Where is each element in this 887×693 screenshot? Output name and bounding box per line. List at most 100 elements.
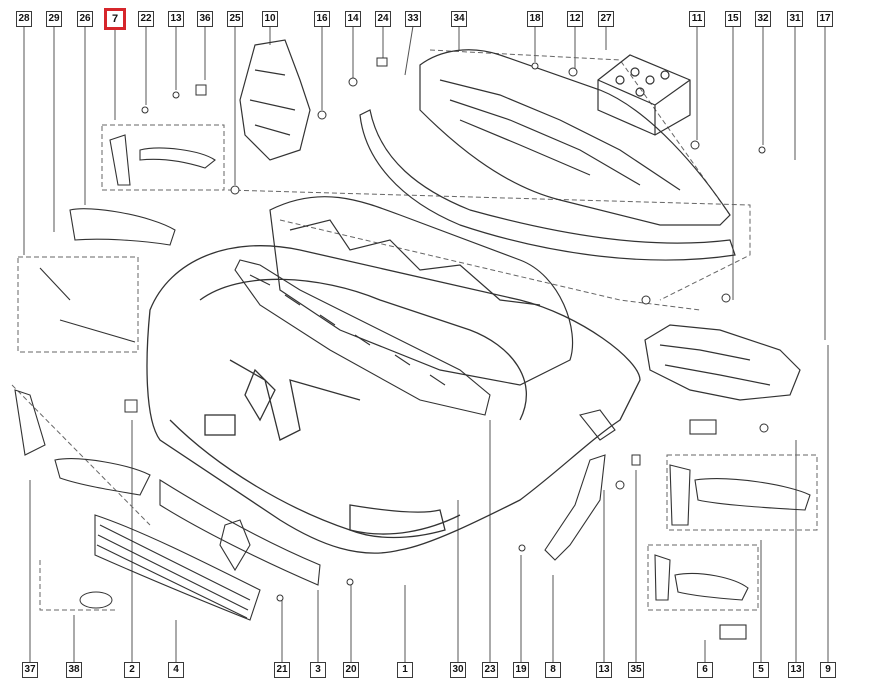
side-grille-37 bbox=[14, 389, 46, 456]
clip-19 bbox=[518, 544, 526, 552]
dash-left-grille bbox=[11, 384, 151, 526]
clip-25 bbox=[230, 185, 240, 195]
callout-12: 12 bbox=[567, 11, 583, 27]
clip-21 bbox=[276, 594, 284, 602]
bumper-lower-edge bbox=[169, 419, 461, 535]
callout-4: 4 bbox=[168, 662, 184, 678]
callout-7: 7 bbox=[104, 8, 126, 30]
group-box-38 bbox=[39, 560, 115, 611]
fog-harness-6 bbox=[654, 554, 671, 601]
callout-36: 36 bbox=[197, 11, 213, 27]
callout-25: 25 bbox=[227, 11, 243, 27]
callout-23: 23 bbox=[482, 662, 498, 678]
clip-14 bbox=[348, 77, 358, 87]
trim-7-b bbox=[139, 147, 216, 169]
callout-16: 16 bbox=[314, 11, 330, 27]
callout-37: 37 bbox=[22, 662, 38, 678]
clip-16 bbox=[317, 110, 327, 120]
callout-6: 6 bbox=[697, 662, 713, 678]
fog-bezel-5 bbox=[694, 478, 811, 511]
callout-11: 11 bbox=[689, 11, 705, 27]
callout-13: 13 bbox=[788, 662, 804, 678]
group-box-5 bbox=[666, 454, 818, 531]
callout-10: 10 bbox=[262, 11, 278, 27]
clip-kit-box-edges bbox=[597, 79, 691, 135]
fog-harness-5 bbox=[669, 464, 691, 526]
screw-13 bbox=[172, 91, 180, 99]
callout-29: 29 bbox=[46, 11, 62, 27]
callout-13: 13 bbox=[596, 662, 612, 678]
callout-18: 18 bbox=[527, 11, 543, 27]
bracket-right bbox=[644, 324, 801, 401]
clip-11 bbox=[690, 140, 700, 150]
clip-17 bbox=[721, 293, 731, 303]
seal-5 bbox=[689, 419, 717, 435]
clip-24 bbox=[376, 57, 388, 67]
impact-absorber bbox=[234, 259, 491, 416]
callout-1: 1 bbox=[397, 662, 413, 678]
cover-38 bbox=[79, 591, 113, 609]
grille-frame-3 bbox=[159, 479, 321, 586]
clip-3 bbox=[645, 75, 655, 85]
group-box-28 bbox=[17, 256, 139, 353]
callout-32: 32 bbox=[755, 11, 771, 27]
callout-3: 3 bbox=[310, 662, 326, 678]
clip-kit-box bbox=[597, 54, 691, 136]
dash-mid bbox=[279, 219, 701, 311]
cover-2 bbox=[124, 399, 138, 413]
callout-31: 31 bbox=[787, 11, 803, 27]
clip-4 bbox=[660, 70, 670, 80]
dash-undertray bbox=[429, 49, 731, 216]
callout-22: 22 bbox=[138, 11, 154, 27]
clip-1 bbox=[615, 75, 625, 85]
fog-bezel-6 bbox=[674, 572, 749, 601]
callout-21: 21 bbox=[274, 662, 290, 678]
bracket-left bbox=[239, 39, 311, 161]
callout-8: 8 bbox=[545, 662, 561, 678]
clip-36 bbox=[195, 84, 207, 96]
fog-lamp-right-opening bbox=[349, 504, 446, 539]
callout-19: 19 bbox=[513, 662, 529, 678]
callout-5: 5 bbox=[753, 662, 769, 678]
deflector-strip bbox=[359, 109, 736, 261]
dash-top bbox=[227, 189, 751, 301]
bumper-center-opening bbox=[229, 359, 361, 441]
upper-beam bbox=[269, 196, 574, 386]
clip-35 bbox=[631, 454, 641, 466]
plate-recess bbox=[204, 414, 236, 436]
callout-26: 26 bbox=[77, 11, 93, 27]
callout-2: 2 bbox=[124, 662, 140, 678]
callout-38: 38 bbox=[66, 662, 82, 678]
callout-28: 28 bbox=[16, 11, 32, 27]
callout-33: 33 bbox=[405, 11, 421, 27]
bumper-cover bbox=[146, 245, 641, 554]
callout-17: 17 bbox=[817, 11, 833, 27]
clip-15 bbox=[641, 295, 651, 305]
leader-33 bbox=[404, 25, 414, 76]
bracket-right-ribs bbox=[659, 344, 771, 386]
grille-emblem bbox=[219, 519, 251, 572]
lower-grille-insert bbox=[54, 458, 151, 496]
fog-bezel-26 bbox=[69, 208, 176, 246]
callout-30: 30 bbox=[450, 662, 466, 678]
callout-27: 27 bbox=[598, 11, 614, 27]
callout-13: 13 bbox=[168, 11, 184, 27]
screw-12 bbox=[568, 67, 578, 77]
clip-5 bbox=[635, 87, 645, 97]
side-strip-8 bbox=[544, 454, 606, 561]
callout-14: 14 bbox=[345, 11, 361, 27]
callout-24: 24 bbox=[375, 11, 391, 27]
bracket-23 bbox=[579, 409, 616, 441]
clip-2 bbox=[630, 67, 640, 77]
clip-18 bbox=[531, 62, 539, 70]
logo-diamond bbox=[244, 368, 276, 422]
bumper-upper-edge bbox=[199, 278, 527, 421]
clip-32 bbox=[758, 146, 766, 154]
upper-beam-ribs bbox=[289, 219, 541, 306]
undertray bbox=[419, 49, 731, 226]
screw-13b bbox=[615, 480, 625, 490]
callout-20: 20 bbox=[343, 662, 359, 678]
screw-13c bbox=[759, 423, 769, 433]
lower-grille-4 bbox=[94, 514, 261, 621]
